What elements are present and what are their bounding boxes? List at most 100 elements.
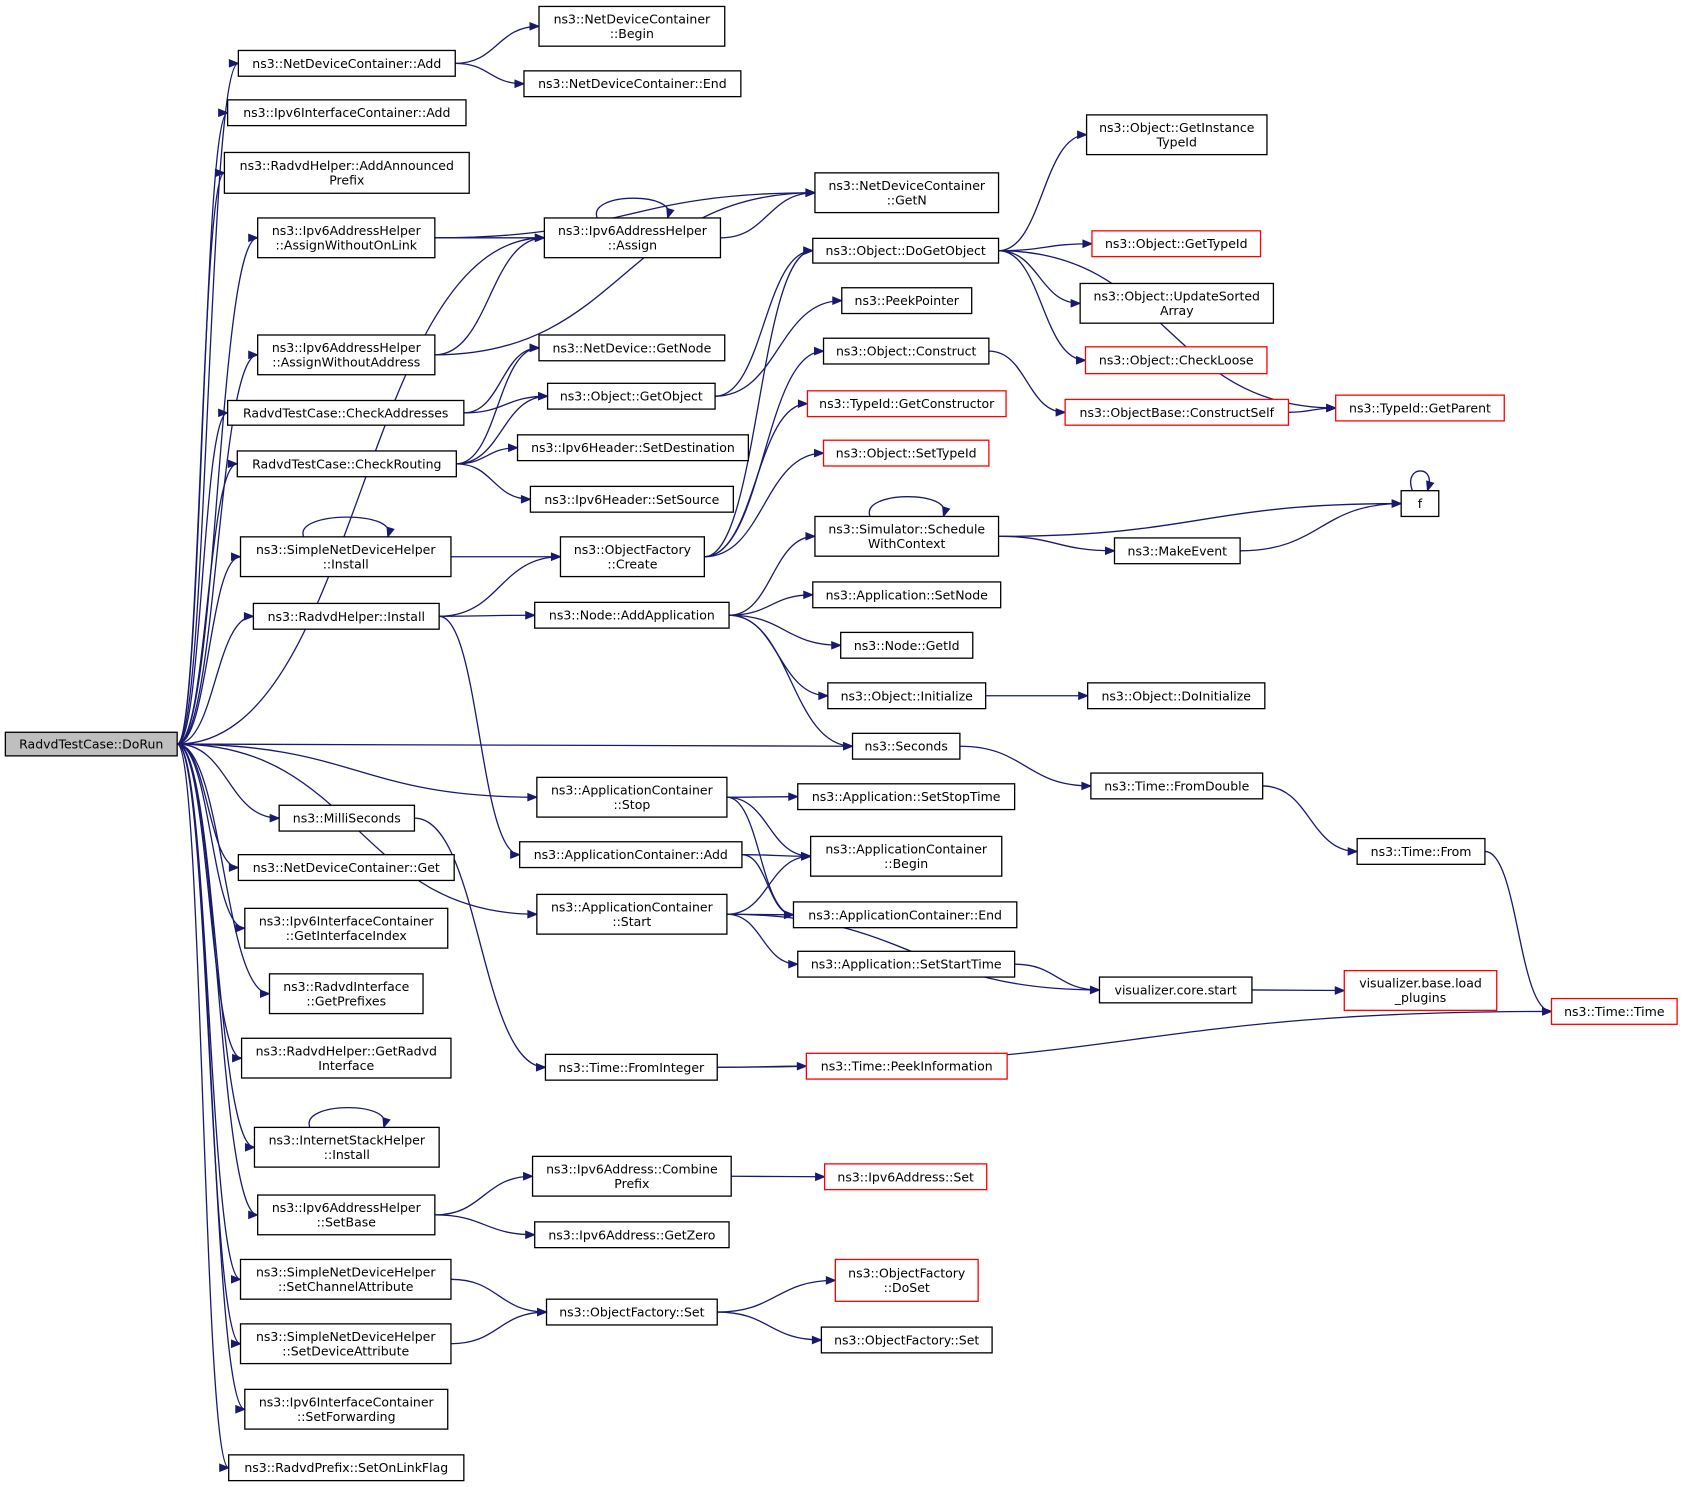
call-edge — [998, 130, 1088, 252]
node-vizStart[interactable]: visualizer.core.start — [1098, 976, 1253, 1004]
node-addrSet[interactable]: ns3::Ipv6Address::Set — [823, 1163, 988, 1191]
node-root[interactable]: RadvdTestCase::DoRun — [4, 731, 178, 757]
node-ofCreate[interactable]: ns3::ObjectFactory::Create — [559, 536, 705, 578]
node-setFwd[interactable]: ns3::Ipv6InterfaceContainer::SetForwardi… — [244, 1388, 449, 1430]
node-awol[interactable]: ns3::Ipv6AddressHelper::AssignWithoutOnL… — [257, 217, 436, 259]
node-makeEvent[interactable]: ns3::MakeEvent — [1113, 537, 1241, 565]
call-edge — [434, 188, 817, 356]
node-iicAdd[interactable]: ns3::Ipv6InterfaceContainer::Add — [226, 99, 467, 127]
node-acAdd[interactable]: ns3::ApplicationContainer::Add — [519, 841, 743, 869]
call-edge — [176, 408, 229, 745]
call-edge — [176, 743, 247, 1414]
node-setOnLink[interactable]: ns3::RadvdPrefix::SetOnLinkFlag — [228, 1454, 465, 1482]
node-setChanAttr[interactable]: ns3::SimpleNetDeviceHelper::SetChannelAt… — [239, 1258, 452, 1300]
node-acEnd[interactable]: ns3::ApplicationContainer::End — [792, 901, 1018, 929]
call-edge — [463, 343, 541, 414]
node-timeFrom[interactable]: ns3::Time::From — [1356, 837, 1486, 865]
call-edge — [868, 496, 951, 518]
node-objInit[interactable]: ns3::Object::Initialize — [827, 682, 987, 710]
node-box — [226, 399, 465, 426]
node-ofSet[interactable]: ns3::ObjectFactory::Set — [545, 1298, 718, 1326]
node-getCtor[interactable]: ns3::TypeId::GetConstructor — [806, 390, 1007, 418]
node-setTypeId[interactable]: ns3::Object::SetTypeId — [822, 439, 990, 467]
node-checkRouting[interactable]: RadvdTestCase::CheckRouting — [236, 450, 457, 478]
node-fromDouble[interactable]: ns3::Time::FromDouble — [1090, 772, 1264, 800]
node-ndcBegin[interactable]: ns3::NetDeviceContainer::Begin — [538, 5, 726, 47]
node-ndcAdd[interactable]: ns3::NetDeviceContainer::Add — [237, 49, 456, 77]
node-rhInstall[interactable]: ns3::RadvdHelper::Install — [252, 602, 440, 630]
node-setDevAttr[interactable]: ns3::SimpleNetDeviceHelper::SetDeviceAtt… — [239, 1323, 452, 1365]
node-ndcGetN[interactable]: ns3::NetDeviceContainer::GetN — [814, 172, 1000, 214]
node-label: ::Stop — [613, 797, 650, 812]
call-edge — [450, 1307, 548, 1345]
node-setBase[interactable]: ns3::Ipv6AddressHelper::SetBase — [257, 1194, 436, 1236]
node-ndGetNode[interactable]: ns3::NetDevice::GetNode — [538, 334, 726, 362]
node-vizLoad[interactable]: visualizer.base.load_plugins — [1343, 969, 1498, 1012]
node-awoa[interactable]: ns3::Ipv6AddressHelper::AssignWithoutAdd… — [257, 334, 436, 376]
node-getZero[interactable]: ns3::Ipv6Address::GetZero — [534, 1221, 730, 1249]
node-label: ::Start — [612, 914, 651, 929]
call-edge — [450, 1278, 548, 1317]
node-ishInstall[interactable]: ns3::InternetStackHelper::Install — [253, 1126, 440, 1168]
node-iicGetIdx[interactable]: ns3::Ipv6InterfaceContainer::GetInterfac… — [244, 907, 449, 949]
node-constructSelf[interactable]: ns3::ObjectBase::ConstructSelf — [1064, 398, 1290, 426]
node-fromInt[interactable]: ns3::Time::FromInteger — [544, 1053, 718, 1081]
node-construct[interactable]: ns3::Object::Construct — [822, 337, 990, 365]
node-box — [809, 835, 1003, 877]
node-nodeGetId[interactable]: ns3::Node::GetId — [840, 631, 974, 659]
node-checkAddr[interactable]: RadvdTestCase::CheckAddresses — [226, 399, 465, 426]
node-label: ns3::ObjectFactory::Set — [834, 1332, 979, 1347]
node-appSetStart[interactable]: ns3::Application::SetStartTime — [797, 950, 1016, 978]
node-acStart[interactable]: ns3::ApplicationContainer::Start — [536, 893, 728, 935]
call-edge — [302, 516, 395, 539]
node-peekInfo[interactable]: ns3::Time::PeekInformation — [805, 1052, 1008, 1080]
node-timeTime[interactable]: ns3::Time::Time — [1550, 997, 1678, 1025]
node-label: ns3::RadvdHelper::AddAnnounced — [240, 158, 454, 173]
node-label: ::SetBase — [317, 1215, 377, 1230]
node-snhInstall[interactable]: ns3::SimpleNetDeviceHelper::Install — [239, 536, 452, 578]
node-acBegin[interactable]: ns3::ApplicationContainer::Begin — [809, 835, 1003, 877]
node-getTypeId[interactable]: ns3::Object::GetTypeId — [1091, 230, 1262, 258]
node-box — [268, 973, 424, 1015]
node-getPrefixes[interactable]: ns3::RadvdInterface::GetPrefixes — [268, 973, 424, 1015]
node-setSrc[interactable]: ns3::Ipv6Header::SetSource — [529, 485, 734, 513]
node-box — [814, 515, 1000, 557]
node-box — [822, 337, 990, 365]
node-appSetStop[interactable]: ns3::Application::SetStopTime — [797, 783, 1016, 811]
node-seconds[interactable]: ns3::Seconds — [851, 732, 961, 760]
node-f[interactable]: f — [1400, 490, 1440, 518]
call-edge — [176, 59, 240, 745]
node-ofSet2[interactable]: ns3::ObjectFactory::Set — [820, 1326, 993, 1354]
node-box — [1091, 230, 1262, 258]
node-getParent[interactable]: ns3::TypeId::GetParent — [1335, 394, 1505, 422]
node-label: RadvdTestCase::DoRun — [19, 737, 163, 752]
node-acStop[interactable]: ns3::ApplicationContainer::Stop — [536, 776, 728, 818]
call-edge — [434, 1214, 537, 1240]
node-milli[interactable]: ns3::MilliSeconds — [278, 804, 416, 832]
node-setDest[interactable]: ns3::Ipv6Header::SetDestination — [516, 434, 750, 462]
node-doGetObj[interactable]: ns3::Object::DoGetObject — [812, 237, 1000, 264]
node-ndcEnd[interactable]: ns3::NetDeviceContainer::End — [523, 70, 742, 98]
call-edge — [177, 743, 539, 802]
call-edge — [726, 792, 800, 802]
call-edge — [704, 399, 809, 558]
node-ndcGet[interactable]: ns3::NetDeviceContainer::Get — [237, 854, 455, 882]
node-getObj[interactable]: ns3::Object::GetObject — [546, 382, 716, 410]
node-label: ns3::Time::Time — [1564, 1004, 1665, 1019]
node-appSetNode[interactable]: ns3::Application::SetNode — [812, 581, 1002, 609]
node-objDoInit[interactable]: ns3::Object::DoInitialize — [1087, 682, 1266, 710]
node-assign[interactable]: ns3::Ipv6AddressHelper::Assign — [543, 217, 722, 259]
node-ofDoSet[interactable]: ns3::ObjectFactory::DoSet — [834, 1258, 979, 1302]
node-label: ns3::NetDeviceContainer — [828, 178, 985, 193]
node-label: ns3::RadvdPrefix::SetOnLinkFlag — [244, 1460, 448, 1475]
node-checkLoose[interactable]: ns3::Object::CheckLoose — [1084, 346, 1268, 375]
node-peek[interactable]: ns3::PeekPointer — [841, 287, 973, 315]
node-addApp[interactable]: ns3::Node::AddApplication — [534, 601, 730, 629]
node-label: ns3::ApplicationContainer — [551, 900, 714, 915]
